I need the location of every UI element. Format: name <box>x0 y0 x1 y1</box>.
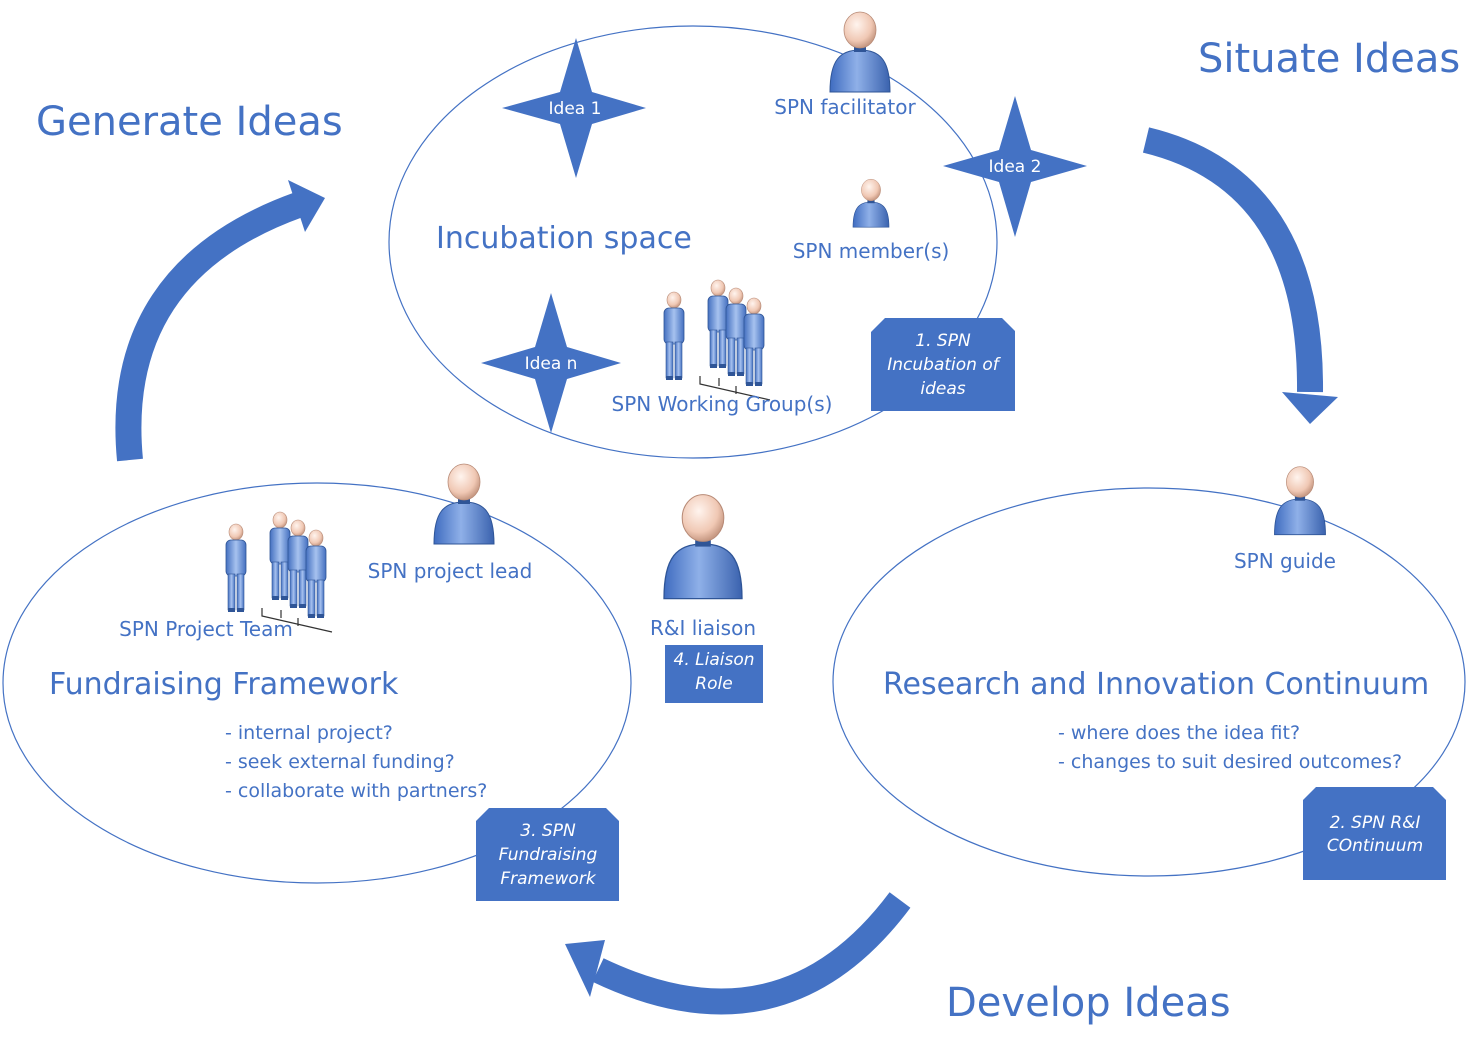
develop-ideas-heading: Develop Ideas <box>946 980 1231 1026</box>
generate-ideas-heading: Generate Ideas <box>36 99 343 145</box>
arrow-generate <box>115 180 325 462</box>
situate-ideas-heading: Situate Ideas <box>1198 36 1460 82</box>
member-label: SPN member(s) <box>793 239 950 263</box>
incubation-tag: 1. SPN Incubation of ideas <box>871 318 1015 411</box>
incubation-tag-line-2: Incubation of <box>887 355 1001 375</box>
project-team-label: SPN Project Team <box>119 617 293 641</box>
idea-n-star: Idea n <box>481 293 621 433</box>
project-lead-label: SPN project lead <box>368 559 533 583</box>
research-continuum-ellipse <box>832 487 1466 877</box>
fundraising-bullet-3: - collaborate with partners? <box>225 780 487 802</box>
arrow-situate <box>1142 127 1338 424</box>
research-tag-line-2: COntinuum <box>1327 836 1423 856</box>
fundraising-tag-line-1: 3. SPN <box>520 821 576 841</box>
incubation-tag-line-3: ideas <box>920 379 965 399</box>
project-lead-avatar <box>433 463 495 545</box>
liaison-tag-line-1: 4. Liaison <box>674 650 755 670</box>
fundraising-tag: 3. SPN Fundraising Framework <box>476 808 619 901</box>
project-team-avatars <box>226 512 332 632</box>
research-tag: 2. SPN R&I COntinuum <box>1303 787 1446 880</box>
working-group-label: SPN Working Group(s) <box>612 392 833 416</box>
research-bullet-1: - where does the idea fit? <box>1058 722 1300 744</box>
facilitator-label: SPN facilitator <box>774 95 916 119</box>
incubation-tag-line-1: 1. SPN <box>915 331 971 351</box>
idea-1-label: Idea 1 <box>549 99 602 119</box>
liaison-label: R&I liaison <box>650 616 756 640</box>
idea-2-label: Idea 2 <box>989 157 1042 177</box>
fundraising-bullet-2: - seek external funding? <box>225 751 455 773</box>
incubation-space-ellipse <box>388 25 998 459</box>
fundraising-tag-line-2: Fundraising <box>499 845 598 865</box>
arrow-develop <box>565 892 911 1015</box>
research-continuum-title: Research and Innovation Continuum <box>883 667 1429 702</box>
idea-1-star: Idea 1 <box>502 38 646 178</box>
research-bullet-2: - changes to suit desired outcomes? <box>1058 751 1402 773</box>
guide-label: SPN guide <box>1234 549 1336 573</box>
idea-n-label: Idea n <box>525 354 578 374</box>
fundraising-bullet-1: - internal project? <box>225 722 393 744</box>
research-tag-line-1: 2. SPN R&I <box>1330 813 1421 833</box>
fundraising-framework-title: Fundraising Framework <box>49 667 399 702</box>
idea-2-star: Idea 2 <box>943 96 1087 237</box>
liaison-tag-line-2: Role <box>695 674 732 694</box>
member-avatar <box>852 178 890 228</box>
incubation-space-title: Incubation space <box>436 221 692 256</box>
guide-avatar <box>1274 466 1326 536</box>
fundraising-framework-ellipse <box>2 482 632 884</box>
liaison-avatar <box>663 493 743 600</box>
working-group-avatars <box>664 280 770 400</box>
fundraising-tag-line-3: Framework <box>500 869 596 889</box>
liaison-tag: 4. Liaison Role <box>665 645 763 703</box>
